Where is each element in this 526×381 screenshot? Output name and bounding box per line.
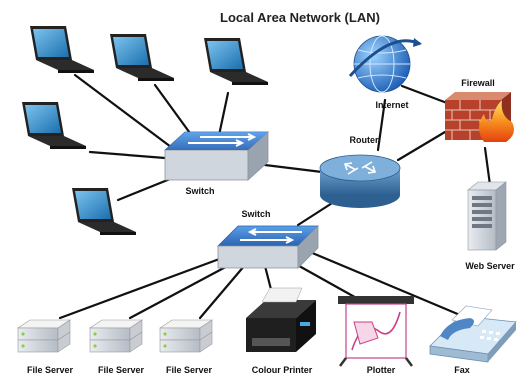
printer-icon [246,287,316,352]
plotter-icon [338,296,414,367]
file-server-2-label: File Server [98,365,145,375]
link-router-internet [376,98,387,152]
laptop-icon [22,102,86,149]
laptop-icon [30,26,94,73]
switch-icon [163,131,270,181]
links [58,73,492,320]
switch-bottom-label: Switch [241,209,270,219]
laptop-icon [204,38,268,85]
file-server-icon [17,319,71,353]
link-firewall-webserver [483,146,492,187]
link-switch2-fileserver1 [58,256,224,320]
globe-icon [348,35,422,93]
colour-printer-label: Colour Printer [252,365,313,375]
server-icon [467,181,507,251]
link-router-firewall [396,130,447,162]
link-internet-firewall [400,84,449,105]
router-label: Router [350,135,379,145]
fax-icon [429,305,517,363]
switch-top-label: Switch [185,186,214,196]
file-server-icon [89,319,143,353]
link-switch2-fileserver2 [128,260,237,320]
file-server-icon [159,319,213,353]
link-laptop1-switch [73,73,177,152]
switch-icon [217,225,319,269]
link-switch2-fax [308,250,462,317]
web-server-label: Web Server [465,261,515,271]
fax-label: Fax [454,365,470,375]
link-switch2-fileserver3 [198,263,247,320]
file-server-1-label: File Server [27,365,74,375]
link-laptop4-switch [88,150,167,160]
link-laptop2-switch [153,83,197,142]
firewall-icon [445,92,514,142]
firewall-label: Firewall [461,78,495,88]
file-server-3-label: File Server [166,365,213,375]
router-icon [319,154,401,208]
laptop-icon [72,188,136,235]
laptop-icon [110,34,174,81]
link-switch-router [263,163,324,174]
diagram-title: Local Area Network (LAN) [220,10,380,25]
link-switch2-plotter [290,260,362,302]
plotter-label: Plotter [367,365,396,375]
internet-label: Internet [375,100,408,110]
